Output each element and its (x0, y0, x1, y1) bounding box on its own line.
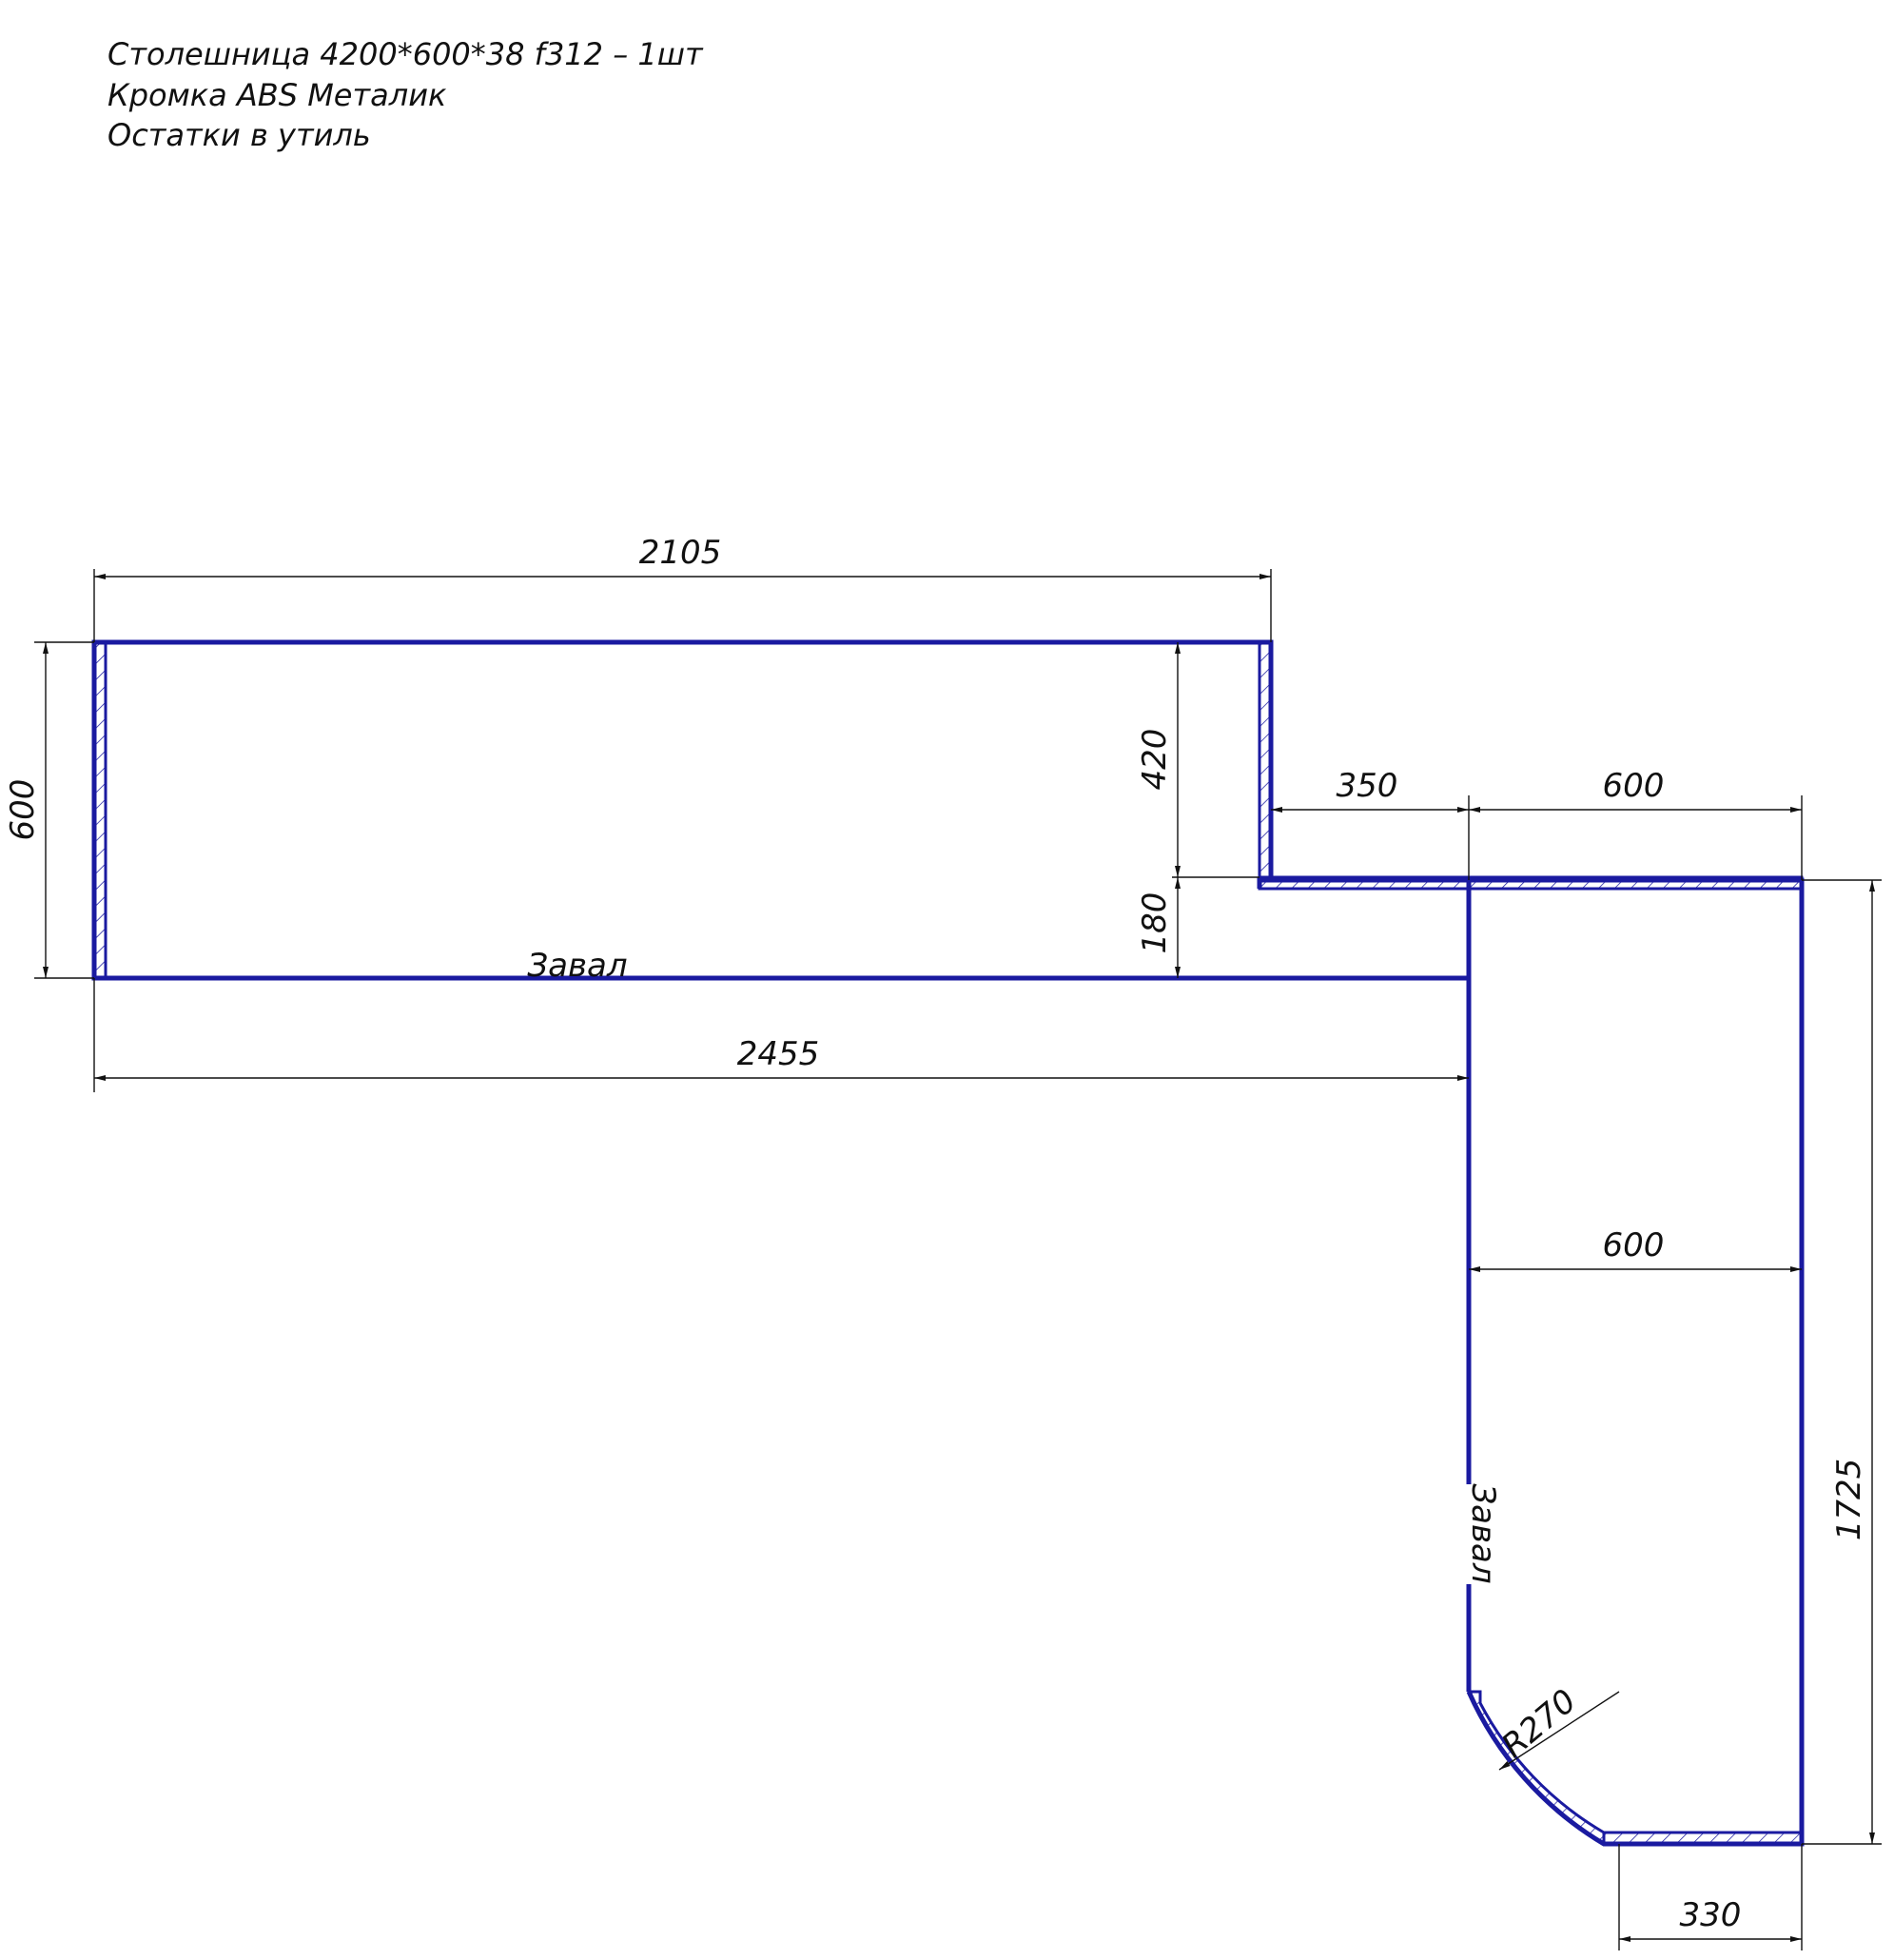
dim-value-600-top: 600 (1603, 767, 1665, 805)
dim-value-1725: 1725 (1830, 1459, 1868, 1541)
dim-value-2105: 2105 (639, 534, 722, 572)
dim-value-600-return: 600 (1603, 1226, 1665, 1264)
dim-value-350: 350 (1337, 767, 1398, 805)
backsplash-label-bottom: Завал (527, 947, 627, 985)
dim-line-radius (1498, 1691, 1620, 1771)
countertop-outline-top (91, 639, 1274, 981)
countertop-outline-right (1259, 877, 1805, 1847)
dim-value-600-left: 600 (4, 779, 42, 841)
dim-value-330: 330 (1680, 1896, 1742, 1934)
note-countertop: Столешница 4200*600*38 f312 – 1шт (107, 36, 704, 72)
dim-value-2455: 2455 (737, 1035, 820, 1073)
backsplash-label-side: Завал (1464, 1483, 1502, 1583)
note-edge: Кромка ABS Металик (107, 77, 447, 113)
dim-value-420: 420 (1136, 729, 1174, 791)
note-leftovers: Остатки в утиль (107, 117, 371, 153)
dim-value-180: 180 (1136, 892, 1174, 954)
